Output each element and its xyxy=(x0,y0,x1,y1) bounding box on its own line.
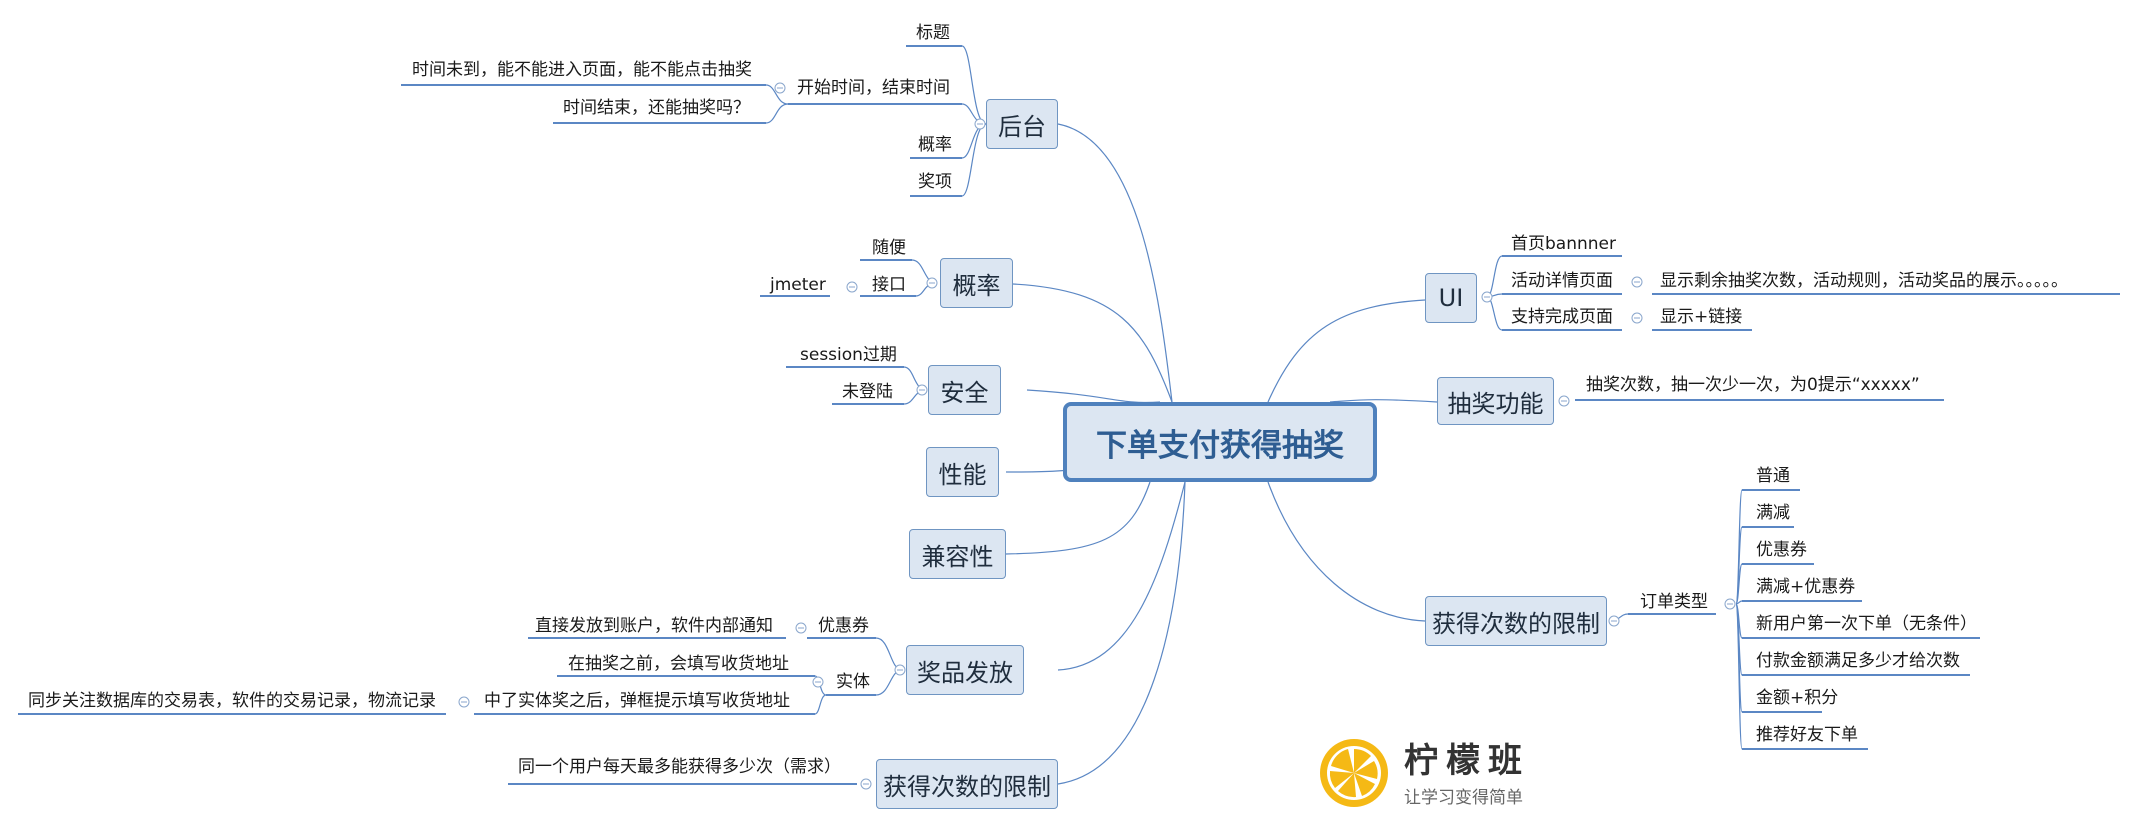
leaf-activity-detail-content[interactable]: 显示剩余抽奖次数，活动规则，活动奖品的展示。。。。。 xyxy=(1660,271,2068,291)
leaf-home-banner[interactable]: 首页bannner xyxy=(1511,234,1616,254)
leaf-physical[interactable]: 实体 xyxy=(836,672,870,692)
leaf-order-type-item[interactable]: 新用户第一次下单（无条件） xyxy=(1756,614,1977,634)
leaf-order-type[interactable]: 订单类型 xyxy=(1640,592,1708,612)
leaf-interface[interactable]: 接口 xyxy=(872,275,906,295)
leaf-order-type-item[interactable]: 满减+优惠券 xyxy=(1756,577,1856,597)
leaf-order-type-item[interactable]: 付款金额满足多少才给次数 xyxy=(1756,651,1960,671)
leaf-activity-detail-page[interactable]: 活动详情页面 xyxy=(1511,271,1613,291)
leaf-order-type-item[interactable]: 优惠券 xyxy=(1756,540,1807,560)
leaf-title[interactable]: 标题 xyxy=(916,23,950,43)
leaf-time-ended[interactable]: 时间结束，还能抽奖吗？ xyxy=(563,98,750,118)
leaf-order-type-item[interactable]: 满减 xyxy=(1756,503,1790,523)
leaf-random[interactable]: 随便 xyxy=(872,238,906,258)
leaf-prize[interactable]: 奖项 xyxy=(918,172,952,192)
node-prize-distribution[interactable]: 奖品发放 xyxy=(906,645,1024,695)
logo-title: 柠檬班 xyxy=(1404,741,1530,781)
node-compatibility[interactable]: 兼容性 xyxy=(909,529,1006,579)
leaf-physical-before[interactable]: 在抽奖之前，会填写收货地址 xyxy=(568,654,789,674)
leaf-coupon[interactable]: 优惠券 xyxy=(818,616,869,636)
node-limit-right[interactable]: 获得次数的限制 xyxy=(1425,596,1607,646)
node-ui[interactable]: UI xyxy=(1425,273,1477,323)
leaf-time-not-reached[interactable]: 时间未到，能不能进入页面，能不能点击抽奖 xyxy=(412,60,752,80)
leaf-daily-limit[interactable]: 同一个用户每天最多能获得多少次（需求） xyxy=(518,757,841,777)
logo-subtitle: 让学习变得简单 xyxy=(1404,788,1523,808)
leaf-support-complete-content[interactable]: 显示+链接 xyxy=(1660,307,1743,327)
leaf-start-end-time[interactable]: 开始时间，结束时间 xyxy=(797,78,950,98)
leaf-coupon-detail[interactable]: 直接发放到账户，软件内部通知 xyxy=(535,616,773,636)
leaf-rate[interactable]: 概率 xyxy=(918,135,952,155)
leaf-support-complete-page[interactable]: 支持完成页面 xyxy=(1511,307,1613,327)
leaf-jmeter[interactable]: jmeter xyxy=(770,275,826,295)
brand-logo: 柠檬班 让学习变得简单 xyxy=(1316,733,1523,813)
leaf-physical-sync[interactable]: 同步关注数据库的交易表，软件的交易记录，物流记录 xyxy=(28,691,436,711)
node-performance[interactable]: 性能 xyxy=(926,447,999,497)
lemon-icon xyxy=(1320,739,1388,807)
leaf-order-type-item[interactable]: 推荐好友下单 xyxy=(1756,725,1858,745)
leaf-physical-after[interactable]: 中了实体奖之后，弹框提示填写收货地址 xyxy=(484,691,790,711)
node-security[interactable]: 安全 xyxy=(928,365,1001,415)
node-lottery[interactable]: 抽奖功能 xyxy=(1437,377,1554,425)
node-probability[interactable]: 概率 xyxy=(940,258,1013,308)
central-topic[interactable]: 下单支付获得抽奖 xyxy=(1063,402,1377,482)
leaf-order-type-item[interactable]: 金额+积分 xyxy=(1756,688,1839,708)
leaf-order-type-item[interactable]: 普通 xyxy=(1756,466,1790,486)
node-limit-left[interactable]: 获得次数的限制 xyxy=(876,759,1058,809)
leaf-lottery-count[interactable]: 抽奖次数，抽一次少一次，为0提示“xxxxx” xyxy=(1586,375,1920,395)
node-backend[interactable]: 后台 xyxy=(986,99,1058,149)
leaf-session-expired[interactable]: session过期 xyxy=(800,345,897,365)
leaf-not-logged-in[interactable]: 未登陆 xyxy=(842,382,893,402)
